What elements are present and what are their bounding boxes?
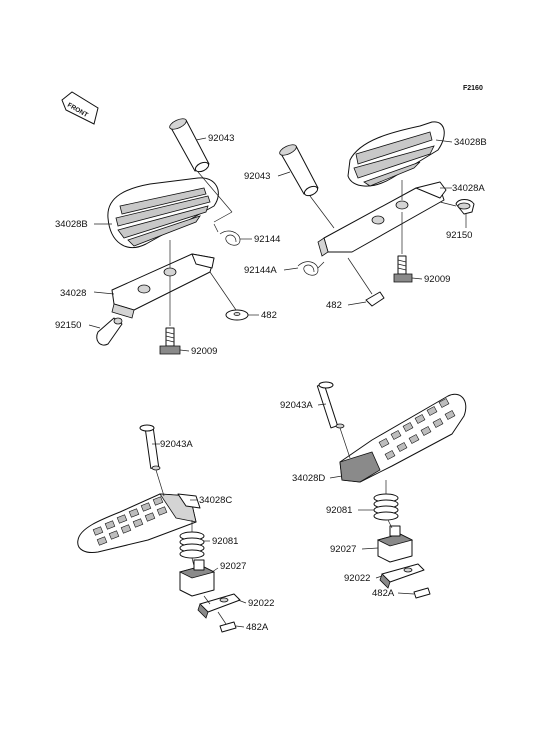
label-34028C-c: 34028C [199, 495, 232, 506]
label-92009-b: 92009 [424, 274, 450, 285]
pin-92043A-d [316, 381, 345, 429]
rubber-34028B-b [347, 121, 445, 187]
front-arrow-icon: FRONT [61, 91, 99, 125]
label-92043A-c: 92043A [160, 439, 193, 450]
figure-code: F2160 [463, 85, 483, 92]
spring-92081-d [373, 493, 399, 521]
group-a: 92043 34028B 34028 92144 92150 482 92009 [55, 118, 280, 357]
clip-482A-d [413, 587, 431, 599]
label-92027-d: 92027 [330, 544, 356, 555]
label-34028D-d: 34028D [292, 473, 325, 484]
group-c: 92043A 34028C 92081 92027 92022 482A [77, 424, 274, 633]
block-92027-c [178, 559, 216, 597]
block-92027-d [376, 525, 414, 563]
label-92081-d: 92081 [326, 505, 352, 516]
label-92022-c: 92022 [248, 598, 274, 609]
label-92043-a: 92043 [208, 133, 234, 144]
plate-92022-d [379, 563, 425, 589]
footpeg-34028D-d [339, 393, 467, 483]
bolt-92009-b [393, 255, 413, 283]
label-482A-c: 482A [246, 622, 269, 633]
label-92144A-b: 92144A [244, 265, 277, 276]
rubber-34028B-a [107, 177, 219, 249]
label-482-b: 482 [326, 300, 342, 311]
washer-482-b [365, 291, 385, 307]
label-92043A-d: 92043A [280, 400, 313, 411]
spring-92144-a [213, 223, 241, 246]
pin-92043-a [169, 118, 210, 173]
stopper-92150-b [455, 199, 475, 215]
group-d: 92043A 34028D 92081 92027 92022 482A [280, 381, 467, 599]
label-92081-c: 92081 [212, 536, 238, 547]
clip-482A-c [219, 621, 237, 633]
label-92150-b: 92150 [446, 230, 472, 241]
label-34028B-b: 34028B [454, 137, 487, 148]
label-34028B-a: 34028B [55, 219, 88, 230]
bracket-34028A-b [317, 181, 447, 257]
label-92144-a: 92144 [254, 234, 280, 245]
label-92150-a: 92150 [55, 320, 81, 331]
plate-92022-c [197, 593, 241, 619]
label-34028-a: 34028 [60, 288, 86, 299]
label-482-a: 482 [261, 310, 277, 321]
bracket-34028-a [111, 253, 215, 319]
spring-92144A-b [297, 261, 325, 276]
spring-92081-c [179, 531, 205, 559]
group-b: 92043 34028B 34028A 92150 92144A 92009 4… [244, 121, 487, 311]
stopper-92150-a [96, 317, 123, 346]
label-92043-b: 92043 [244, 171, 270, 182]
pin-92043A-c [139, 424, 161, 471]
footpeg-34028C-c [77, 493, 201, 553]
label-92009-a: 92009 [191, 346, 217, 357]
label-92022-d: 92022 [344, 573, 370, 584]
label-482A-d: 482A [372, 588, 395, 599]
bolt-92009-a [159, 327, 181, 355]
label-34028A-b: 34028A [452, 183, 485, 194]
label-92027-c: 92027 [220, 561, 246, 572]
pin-92043-b [279, 144, 319, 197]
